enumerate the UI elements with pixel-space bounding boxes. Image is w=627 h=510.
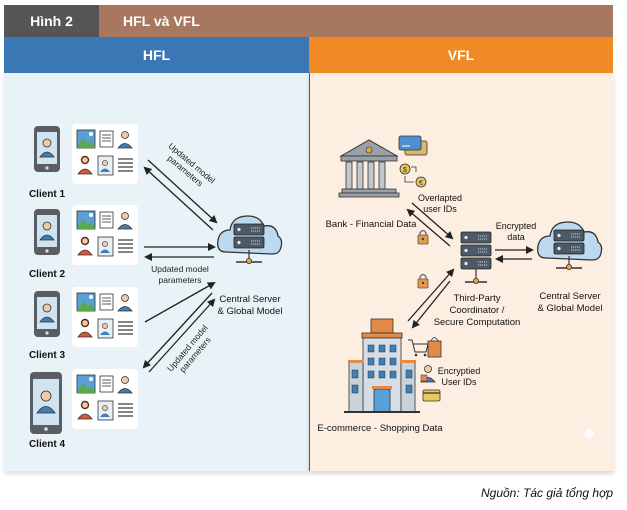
overlap-label: Overlapted <box>418 193 462 203</box>
svg-text:Third-Party: Third-Party <box>454 293 501 304</box>
arrow-ecommerce-to-coordinator <box>407 268 455 322</box>
svg-text:Coordinator /: Coordinator / <box>450 305 505 316</box>
hfl-band: HFL <box>4 37 309 73</box>
encrypted-ids-label: Encryptied <box>438 366 481 376</box>
encrypted-data-label: data <box>507 232 525 242</box>
watermark-diamond <box>583 428 595 440</box>
client-4: Client 4 <box>29 368 139 450</box>
encrypted-data-label: Encrypted <box>496 221 537 231</box>
arrow-server-to-client4 <box>142 292 213 369</box>
server-label: & Global Model <box>218 306 283 317</box>
client-3: Client 3 <box>29 286 139 361</box>
client-label: Client 4 <box>29 439 66 450</box>
data-icons-cluster <box>71 286 139 348</box>
lock-icon <box>417 229 429 245</box>
currency-exchange-icon: $ € <box>399 163 427 188</box>
vfl-band: VFL <box>309 37 613 73</box>
client-label: Client 3 <box>29 350 66 361</box>
hfl-arrow-label-middle: Updated model parameters <box>151 264 209 285</box>
encrypted-ids-label: User IDs <box>441 377 477 387</box>
payment-card-icon <box>422 389 441 402</box>
data-icons-cluster <box>71 123 139 185</box>
server-label: & Global Model <box>538 303 603 314</box>
phone-icon <box>33 125 61 173</box>
vfl-central-server: Central Server & Global Model <box>538 222 603 314</box>
data-icons-cluster <box>71 204 139 266</box>
hfl-central-server: Central Server & Global Model <box>218 216 283 317</box>
bank: Bank - Financial Data <box>326 139 418 230</box>
credit-cards-icon <box>398 135 428 156</box>
client-1: Client 1 <box>29 123 139 200</box>
shopping-bag-icon <box>427 337 442 358</box>
svg-text:€: € <box>419 180 423 187</box>
user-icon <box>420 365 436 383</box>
arrow-server-to-client1 <box>143 166 214 231</box>
svg-text:Secure Computation: Secure Computation <box>434 317 521 328</box>
shopping-building-icon <box>344 318 420 413</box>
hfl-arrow-label-bottom: Updated model parameters <box>165 323 213 374</box>
vfl-arrows <box>406 202 534 329</box>
svg-text:Updated model: Updated model <box>151 264 209 274</box>
ecommerce-label: E-commerce - Shopping Data <box>317 423 443 434</box>
phone-icon <box>33 208 61 256</box>
svg-text:$: $ <box>403 167 407 174</box>
arrow-bank-to-coordinator <box>411 202 454 240</box>
phone-icon <box>33 290 61 338</box>
figure-title: HFL và VFL <box>99 5 613 37</box>
figure-header: Hình 2 HFL và VFL <box>4 5 613 37</box>
shopping-cart-icon <box>408 339 429 357</box>
hfl-arrows <box>142 159 218 373</box>
data-icons-cluster <box>71 368 139 430</box>
client-2: Client 2 <box>29 204 139 280</box>
cloud-server-icon <box>538 222 602 270</box>
source-caption: Nguồn: Tác giả tổng hợp <box>480 486 613 500</box>
hfl-arrow-label-top: Updated model parameters <box>166 141 217 189</box>
server-rack-icon <box>460 231 492 284</box>
lock-icon <box>417 273 429 289</box>
figure-number: Hình 2 <box>4 5 99 37</box>
svg-text:parameters: parameters <box>159 275 202 285</box>
ecommerce: E-commerce - Shopping Data <box>317 318 443 434</box>
arrow-coordinator-to-ecommerce <box>411 280 451 329</box>
arrow-coordinator-to-bank <box>406 208 451 247</box>
cloud-server-icon <box>218 216 282 264</box>
client-label: Client 1 <box>29 189 66 200</box>
coordinator: Third-Party Coordinator / Secure Computa… <box>434 231 521 328</box>
bank-label: Bank - Financial Data <box>326 219 418 230</box>
server-label: Central Server <box>219 294 280 305</box>
client-label: Client 2 <box>29 269 66 280</box>
tablet-icon <box>29 371 63 435</box>
overlap-label: user IDs <box>423 204 457 214</box>
bank-icon <box>338 139 400 198</box>
arrow-client3-to-server <box>144 282 216 323</box>
server-label: Central Server <box>539 291 600 302</box>
arrow-client4-to-server <box>148 298 216 373</box>
arrow-client1-to-server <box>147 159 218 224</box>
